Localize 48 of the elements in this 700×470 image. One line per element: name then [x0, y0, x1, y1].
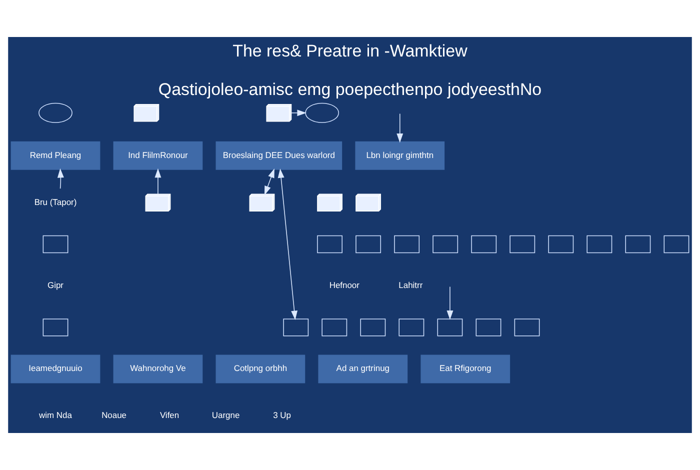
node-circle [38, 102, 72, 123]
node-text: Bru (Tapor) [34, 196, 77, 207]
arrow [57, 168, 64, 189]
node-box [625, 235, 651, 254]
node-box [356, 235, 381, 254]
node-box [283, 318, 309, 336]
arrow [264, 168, 274, 196]
node-text: Vifen [160, 410, 180, 420]
node-text: Gipr [48, 280, 64, 290]
node-box [322, 318, 348, 336]
node-text: Lahitrr [398, 280, 423, 290]
node-box [317, 235, 342, 254]
arrow [154, 168, 162, 195]
node-text: Uargne [212, 410, 240, 420]
node-box: Broeslaing DEE Dues warlord [216, 141, 342, 170]
arrow [446, 286, 454, 320]
node-box [586, 235, 612, 254]
node-box: Eat Rfigorong [420, 354, 510, 384]
node-text: wim Nda [39, 410, 72, 420]
node-box [42, 235, 68, 254]
node-box [664, 235, 690, 254]
arrow [278, 168, 298, 320]
node-box: Cotlpng orbhh [216, 354, 306, 384]
node-box [42, 318, 68, 336]
node-box [394, 235, 420, 254]
arrow [291, 110, 306, 116]
node-text: Noaue [102, 410, 127, 420]
node-circle [305, 102, 340, 123]
arrow [396, 113, 404, 143]
node-box [471, 235, 497, 254]
node-box [510, 235, 536, 254]
node-box: Ad an grtrinug [318, 354, 408, 384]
node-box: Ieamedgnuuio [10, 354, 100, 384]
node-box [398, 318, 424, 336]
node-box: Remd Pleang [10, 141, 100, 170]
label: 3 Up [273, 410, 291, 420]
node-box: Lbn loingr gimthtn [355, 141, 445, 170]
node-box: Wahnorohg Ve [113, 354, 203, 384]
diagram-title: The res& Preatre in -Wamktiew [232, 42, 468, 61]
node-box [476, 318, 502, 336]
node-box [432, 235, 458, 254]
node-box [514, 318, 540, 336]
caption: Qastiojoleo-amisc emg poepecthenpo jodyeesthNo [158, 80, 542, 100]
node-box [360, 318, 386, 336]
node-box: Ind FlilmRonour [113, 141, 203, 170]
node-box [437, 318, 463, 336]
node-box [548, 235, 574, 254]
node-text: Hefnoor [329, 280, 360, 290]
